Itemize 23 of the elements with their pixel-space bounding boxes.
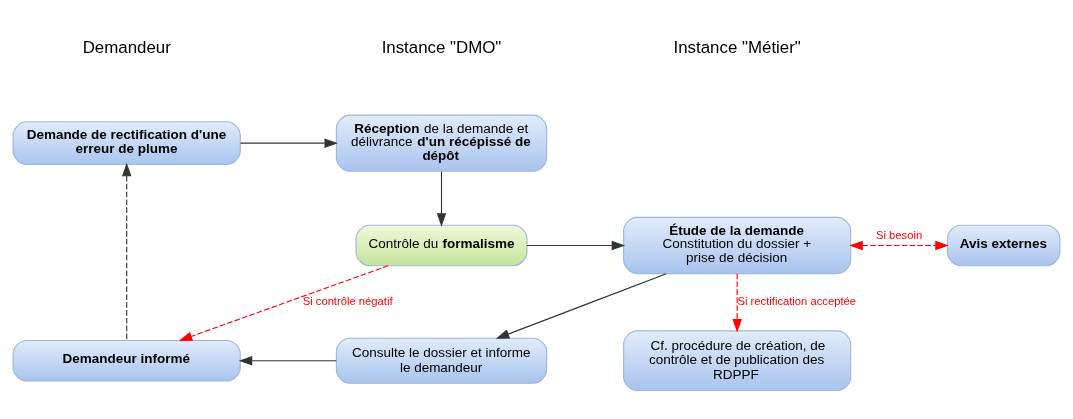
- edge-label: Si besoin: [875, 228, 923, 241]
- arrow: [436, 171, 447, 227]
- node-box: Consulte le dossier et informe le demandeur: [335, 337, 548, 384]
- arrow: [849, 240, 949, 251]
- node-box: Avis externes: [946, 224, 1061, 267]
- arrow: [495, 273, 667, 339]
- node-box: Contrôle du formalisme: [355, 224, 528, 267]
- node-box: Cf. procédure de création, de contrôle et de publication des RDPPF: [623, 330, 852, 392]
- label: Instance "DMO": [381, 37, 502, 57]
- edge-label: Si rectification acceptée: [737, 295, 857, 308]
- node-box: Demande de rectification d'une erreur de plume: [12, 121, 241, 166]
- arrow: [122, 162, 132, 342]
- arrow: [178, 265, 389, 341]
- node-box: Réception de la demande et délivrance d'un récépissé de dépôt: [335, 114, 548, 172]
- arrow: [526, 240, 626, 251]
- arrow: [732, 273, 742, 333]
- label: Instance "Métier": [673, 37, 801, 57]
- arrow: [238, 356, 337, 366]
- edge-label: Si contrôle négatif: [302, 295, 393, 308]
- label: Demandeur: [82, 37, 171, 57]
- node-box: Étude de la demande Constitution du dossier + prise de décision: [623, 216, 852, 275]
- arrow: [239, 138, 338, 148]
- node-box: Demandeur informé: [12, 339, 241, 382]
